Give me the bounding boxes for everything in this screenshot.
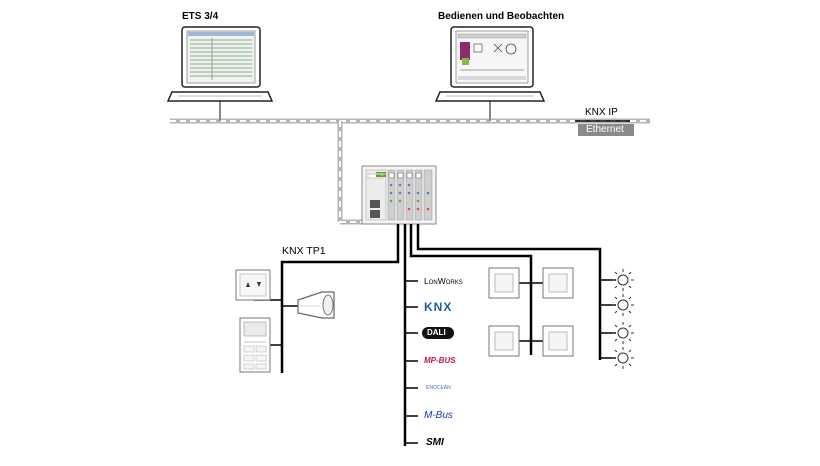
protocol-lonworks: LonWorks: [424, 276, 463, 286]
blind-switch-device: [235, 269, 271, 301]
knx-tp1-label: KNX TP1: [282, 245, 326, 257]
bus-lines: [254, 224, 616, 446]
protocol-smi: SMI: [426, 437, 444, 448]
ets-laptop: [166, 26, 274, 102]
protocol-mp-bus: MP-BUS: [424, 356, 456, 365]
protocol-m-bus: M-Bus: [424, 410, 453, 421]
protocol-knx: KNX: [424, 300, 453, 314]
controller-brand-label: wago: [376, 171, 386, 176]
visualization-laptop: [434, 26, 546, 102]
dali-badge: [422, 327, 454, 339]
wago-controller: [361, 165, 437, 225]
protocol-enocean: ENOCEAN: [426, 385, 451, 391]
lamp-devices: [612, 269, 634, 369]
ets-label: ETS 3/4: [182, 11, 219, 22]
visualization-label: Bedienen und Beobachten: [438, 11, 565, 22]
protocol-dali: DALI: [427, 328, 446, 337]
ethernet-label: Ethernet: [578, 124, 634, 136]
switch-devices: [488, 267, 574, 357]
room-controller-device: [239, 317, 271, 373]
camera-device: [297, 291, 335, 319]
knx-ip-label: KNX IP: [585, 107, 618, 118]
